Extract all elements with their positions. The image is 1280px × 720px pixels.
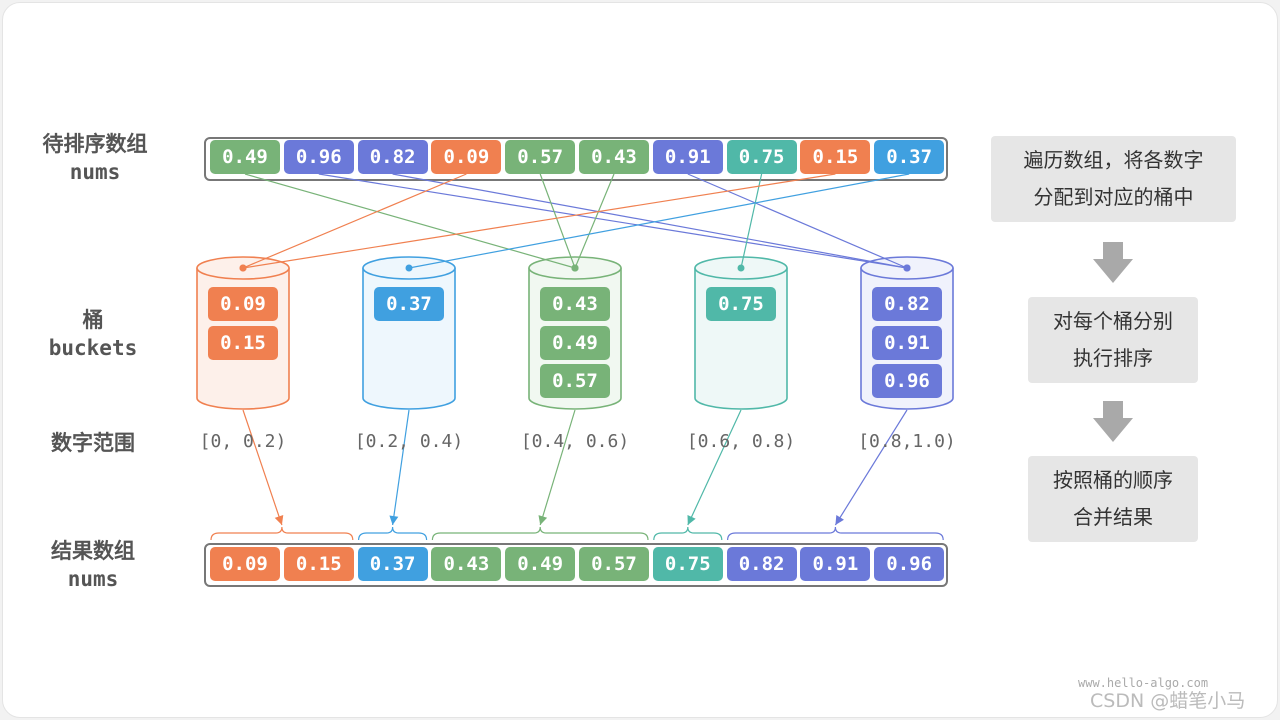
result-cell: 0.49 — [505, 547, 576, 581]
result-group-brace — [210, 526, 354, 541]
result-label-en: nums — [67, 567, 119, 591]
bucket-item: 0.96 — [872, 364, 942, 398]
result-group-brace — [431, 526, 649, 541]
result-cell: 0.75 — [652, 547, 723, 581]
merge-arrow-head — [538, 515, 548, 525]
result-cell: 0.91 — [800, 547, 871, 581]
credit-watermark: CSDN @蜡笔小马 — [1090, 690, 1246, 712]
input-cell: 0.57 — [505, 140, 576, 174]
distribution-dot — [571, 264, 579, 272]
input-label-en: nums — [69, 160, 121, 184]
merge-arrow-line — [834, 409, 908, 526]
input-cell: 0.49 — [210, 140, 280, 174]
input-array-label: 待排序数组 nums — [20, 130, 170, 186]
merge-arrow-line — [392, 409, 410, 526]
result-label-cn: 结果数组 — [51, 539, 135, 563]
input-cell: 0.75 — [726, 140, 797, 174]
result-cell: 0.15 — [283, 547, 354, 581]
bucket-item: 0.57 — [540, 364, 610, 398]
input-label-cn: 待排序数组 — [42, 132, 148, 156]
distribution-dot — [737, 264, 745, 272]
input-cell: 0.43 — [579, 140, 649, 174]
step-text: 对每个桶分别 — [1053, 309, 1173, 333]
result-cell: 0.43 — [431, 547, 502, 581]
merge-arrow-head — [835, 514, 844, 525]
bucket-item: 0.43 — [540, 287, 610, 321]
merge-arrow-head — [389, 515, 399, 525]
distribution-line — [574, 173, 615, 269]
input-cell: 0.09 — [431, 140, 502, 174]
distribution-line — [408, 173, 910, 269]
distribution-line — [687, 173, 908, 269]
distribution-line — [740, 173, 763, 269]
bucket-item: 0.09 — [208, 287, 278, 321]
distribution-line — [318, 173, 908, 269]
input-cell: 0.15 — [800, 140, 871, 174]
bucket-item: 0.82 — [872, 287, 942, 321]
merge-arrow-head — [687, 514, 696, 525]
step-text: 按照桶的顺序 — [1053, 468, 1173, 492]
bucket-range: [0.6, 0.8) — [686, 431, 796, 452]
buckets-label: 桶 buckets — [18, 306, 168, 362]
distribution-dot — [903, 264, 911, 272]
result-cell: 0.57 — [579, 547, 649, 581]
step-text: 遍历数组，将各数字 — [1023, 148, 1204, 172]
distribution-line — [392, 173, 908, 269]
merge-arrow-line — [539, 409, 576, 526]
input-cell: 0.37 — [874, 140, 945, 174]
input-cell: 0.82 — [357, 140, 428, 174]
result-cell: 0.82 — [726, 547, 797, 581]
result-group-brace — [358, 526, 428, 541]
bucket-item: 0.37 — [374, 287, 444, 321]
distribution-dot — [405, 264, 413, 272]
merge-arrow-head — [274, 515, 284, 525]
result-cell: 0.09 — [210, 547, 280, 581]
merge-arrow-line — [242, 409, 283, 526]
bucket-range: [0, 0.2) — [199, 431, 287, 452]
bucket-range: [0.4, 0.6) — [520, 431, 630, 452]
result-cell: 0.37 — [357, 547, 428, 581]
bucket-range: [0.8,1.0) — [858, 431, 956, 452]
step-down-arrow — [1093, 242, 1133, 283]
step-down-arrow — [1093, 401, 1133, 442]
range-label: 数字范围 — [51, 431, 135, 455]
result-array-label: 结果数组 nums — [18, 537, 168, 593]
distribution-line — [244, 173, 576, 269]
bucket-item: 0.75 — [706, 287, 776, 321]
bucket-item: 0.49 — [540, 325, 610, 360]
distribution-line — [539, 173, 576, 269]
step-box: 按照桶的顺序合并结果 — [1028, 456, 1198, 542]
bucket-item: 0.15 — [208, 325, 278, 360]
step-text: 合并结果 — [1073, 505, 1153, 529]
result-cell: 0.96 — [874, 547, 945, 581]
distribution-line — [242, 173, 467, 269]
step-box: 对每个桶分别执行排序 — [1028, 297, 1198, 383]
input-cell: 0.96 — [283, 140, 354, 174]
step-box: 遍历数组，将各数字分配到对应的桶中 — [991, 136, 1236, 222]
merge-arrow-line — [687, 409, 742, 526]
bucket-item: 0.91 — [872, 325, 942, 360]
step-text: 分配到对应的桶中 — [1033, 185, 1194, 209]
step-text: 执行排序 — [1073, 346, 1153, 370]
bucket-range: [0.2, 0.4) — [354, 431, 464, 452]
site-watermark: www.hello-algo.com — [1078, 676, 1209, 690]
distribution-dot — [239, 264, 247, 272]
buckets-label-cn: 桶 — [82, 308, 104, 332]
result-group-brace — [653, 526, 723, 541]
distribution-line — [242, 173, 836, 269]
input-cell: 0.91 — [652, 140, 723, 174]
result-group-brace — [727, 526, 944, 541]
buckets-label-en: buckets — [48, 336, 138, 360]
